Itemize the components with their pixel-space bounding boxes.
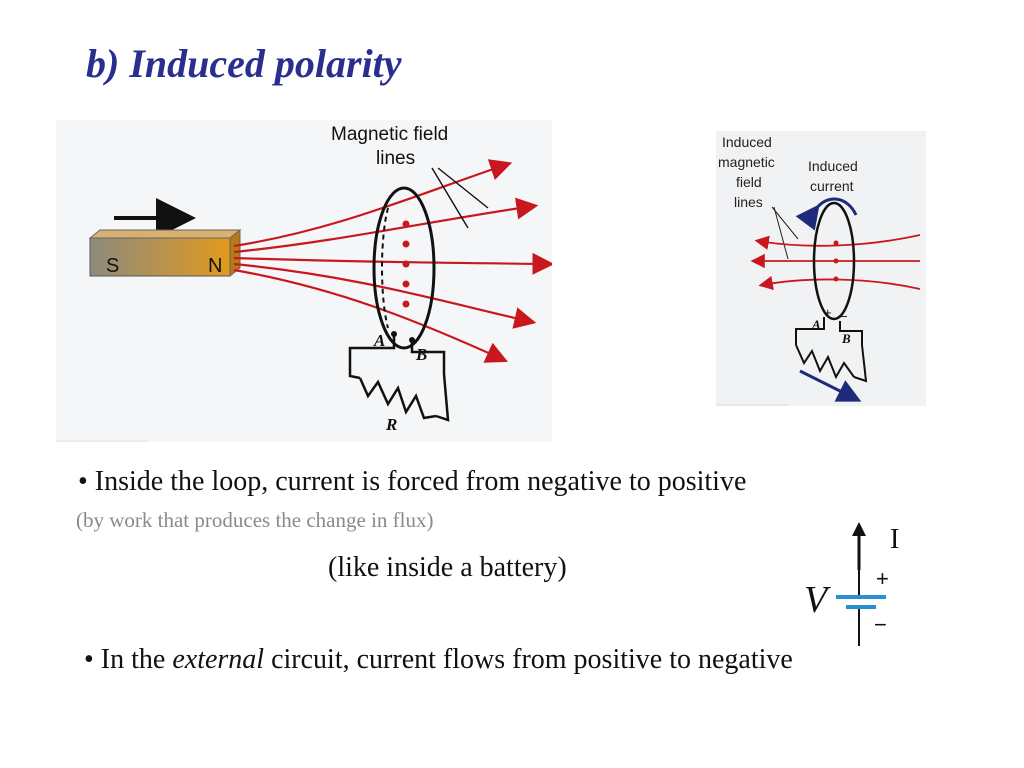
- battery-plus: +: [876, 566, 889, 591]
- bullet-inside-loop-note: (by work that produces the change in flu…: [76, 508, 434, 532]
- terminal-a-label: A: [373, 331, 385, 350]
- induced-current-label-2: current: [810, 178, 854, 194]
- battery-analogy: (like inside a battery): [328, 552, 567, 583]
- bullet2-post: circuit, current flows from positive to …: [264, 644, 793, 675]
- induced-current-diagram: Induced magnetic field lines Induced cur…: [716, 134, 921, 406]
- battery-symbol: I + − V: [796, 518, 916, 658]
- battery-minus: −: [874, 612, 887, 637]
- battery-negative-plate: [846, 605, 876, 609]
- terminal-plus: +: [824, 305, 832, 320]
- induced-field-label-1: Induced: [722, 134, 772, 150]
- bullet-inside-loop: • Inside the loop, current is forced fro…: [78, 466, 747, 497]
- magnet-n-label: N: [208, 255, 222, 277]
- induced-field-label-4: lines: [734, 194, 763, 210]
- induced-field-label-2: magnetic: [718, 154, 775, 170]
- battery-positive-plate: [836, 595, 886, 599]
- terminal-b-label: B: [415, 345, 427, 364]
- induced-field-label-3: field: [736, 174, 762, 190]
- induced-resistor: [795, 344, 855, 380]
- external-current-arrow: [799, 369, 862, 402]
- bullet-external-circuit: • In the external circuit, current flows…: [84, 644, 793, 676]
- wire-loop: [372, 186, 436, 350]
- voltage-label: V: [804, 579, 831, 621]
- magnet-s-label: S: [106, 255, 119, 277]
- resistor: [358, 377, 437, 420]
- induced-current-label-1: Induced: [808, 158, 858, 174]
- induced-terminal-a: A: [811, 317, 821, 332]
- current-label: I: [890, 524, 899, 555]
- terminal-minus: −: [840, 309, 848, 324]
- bullet2-emphasis: external: [172, 644, 265, 675]
- field-lines-label-2: lines: [376, 148, 415, 169]
- field-lines-label-1: Magnetic field: [331, 124, 448, 145]
- induced-current-arc: [795, 197, 858, 231]
- induced-current-figure: Induced magnetic field lines Induced cur…: [716, 131, 926, 406]
- bullet2-pre: • In the: [84, 644, 173, 675]
- induced-terminal-b: B: [841, 331, 851, 346]
- bar-magnet: [88, 228, 242, 278]
- field-lines: [233, 159, 555, 363]
- resistor-label: R: [385, 415, 397, 434]
- slide-title: b) Induced polarity: [86, 41, 402, 86]
- magnet-loop-diagram: S N Magnetic field lines A B R: [56, 124, 555, 442]
- induced-loop: [812, 201, 856, 321]
- magnet-loop-figure: S N Magnetic field lines A B R: [56, 120, 555, 442]
